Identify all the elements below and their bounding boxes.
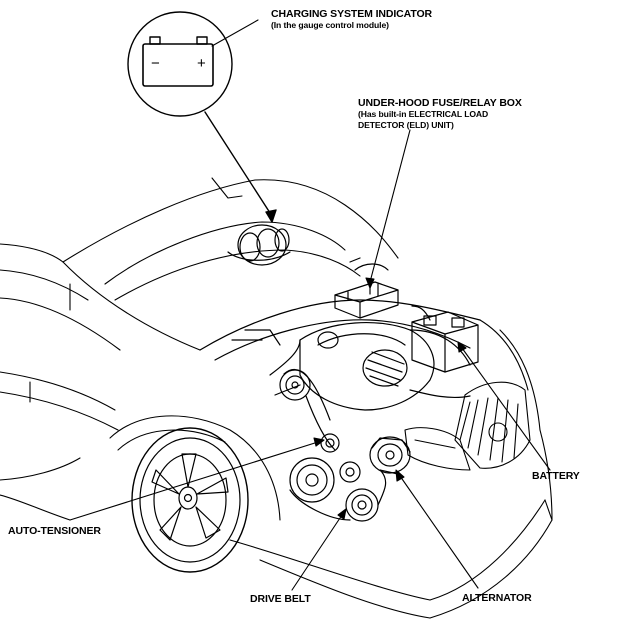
charging-indicator-inset: − + [127,11,233,117]
charging-indicator-label: CHARGING SYSTEM INDICATOR (In the gauge … [271,9,432,31]
charging-indicator-note: (In the gauge control module) [271,20,389,30]
auto-tensioner-label: AUTO-TENSIONER [8,525,101,537]
engine-compartment [199,257,481,411]
fuse-relay-box-line-2: (Has built-in ELECTRICAL LOAD [358,109,489,119]
battery-unit [411,305,479,373]
minus-symbol: − [151,55,160,72]
battery-label: BATTERY [532,470,580,482]
fuse-relay-box-line-3: DETECTOR (ELD) UNIT) [358,120,454,130]
alternator-label: ALTERNATOR [462,592,532,604]
drive-belt-label: DRIVE BELT [250,593,311,605]
plus-symbol: + [197,55,206,72]
inset-leader [204,111,277,223]
battery-warning-icon: − + [142,36,214,87]
gauge-cluster [227,224,291,266]
leader-lines [69,19,551,591]
charging-indicator-title: CHARGING SYSTEM INDICATOR [271,8,433,20]
car-body [0,177,553,619]
drive-belt-system [279,368,387,522]
fuse-relay-box-line-1: UNDER-HOOD FUSE/RELAY BOX [358,97,522,109]
alternator-unit [369,436,411,475]
fuse-relay-box [334,281,399,319]
front-wheel [131,427,249,573]
fuse-relay-box-label: UNDER-HOOD FUSE/RELAY BOX (Has built-in … [358,98,522,131]
